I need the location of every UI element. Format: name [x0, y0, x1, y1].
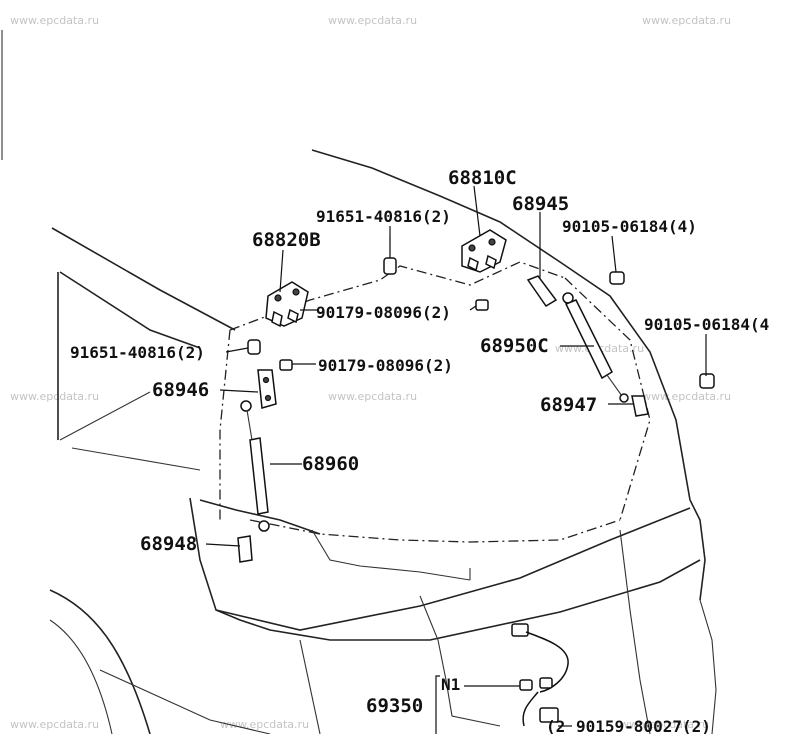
label-90179-lower[interactable]: 90179-08096(2): [318, 356, 453, 375]
label-n1: N1: [441, 675, 460, 694]
label-68820b[interactable]: 68820B: [252, 229, 321, 251]
vehicle-body-outline: [1, 30, 717, 734]
label-90105-top[interactable]: 90105-06184(4): [562, 217, 697, 236]
hinge-68820b: [265, 281, 309, 328]
watermark: www.epcdata.ru: [10, 14, 99, 27]
label-68946[interactable]: 68946: [152, 379, 209, 401]
leader-lines: [205, 185, 707, 734]
label-90105-right[interactable]: 90105-06184(4: [644, 315, 769, 334]
label-68945[interactable]: 68945: [512, 193, 569, 215]
watermark: www.epcdata.ru: [642, 14, 731, 27]
strut-68960: [240, 400, 270, 532]
label-68950c[interactable]: 68950C: [480, 335, 549, 357]
watermark: www.epcdata.ru: [10, 718, 99, 731]
bolt-91651-left: [247, 339, 261, 355]
label-91651-top[interactable]: 91651-40816(2): [316, 207, 451, 226]
watermark: www.epcdata.ru: [328, 390, 417, 403]
hinge-68810c: [461, 229, 507, 273]
parts: [237, 229, 715, 727]
bracket-68948: [237, 535, 253, 563]
label-90179-upper[interactable]: 90179-08096(2): [316, 303, 451, 322]
label-91651-left[interactable]: 91651-40816(2): [70, 343, 205, 362]
watermark: www.epcdata.ru: [620, 718, 709, 731]
watermark: www.epcdata.ru: [642, 390, 731, 403]
nut-90179-upper: [475, 299, 489, 311]
watermark: www.epcdata.ru: [10, 390, 99, 403]
label-68948[interactable]: 68948: [140, 533, 197, 555]
bolt-90105-right: [699, 373, 715, 389]
part-labels: 68810C 68945 91651-40816(2) 90105-06184(…: [70, 167, 769, 734]
bracket-68945: [526, 275, 558, 308]
label-68947[interactable]: 68947: [540, 394, 597, 416]
label-qty-2: (2: [546, 717, 565, 734]
nut-90179-lower: [279, 359, 293, 371]
bracket-68946: [257, 369, 277, 409]
watermark: www.epcdata.ru: [220, 718, 309, 731]
watermark: www.epcdata.ru: [328, 14, 417, 27]
label-90159[interactable]: 90159-80027(2): [576, 717, 711, 734]
strut-68950c: [562, 292, 629, 403]
label-68810c[interactable]: 68810C: [448, 167, 517, 189]
harness-69350: [511, 623, 569, 727]
label-68960[interactable]: 68960: [302, 453, 359, 475]
bracket-68947: [631, 395, 649, 417]
label-69350[interactable]: 69350: [366, 695, 423, 717]
bolt-90105-top: [609, 271, 625, 285]
